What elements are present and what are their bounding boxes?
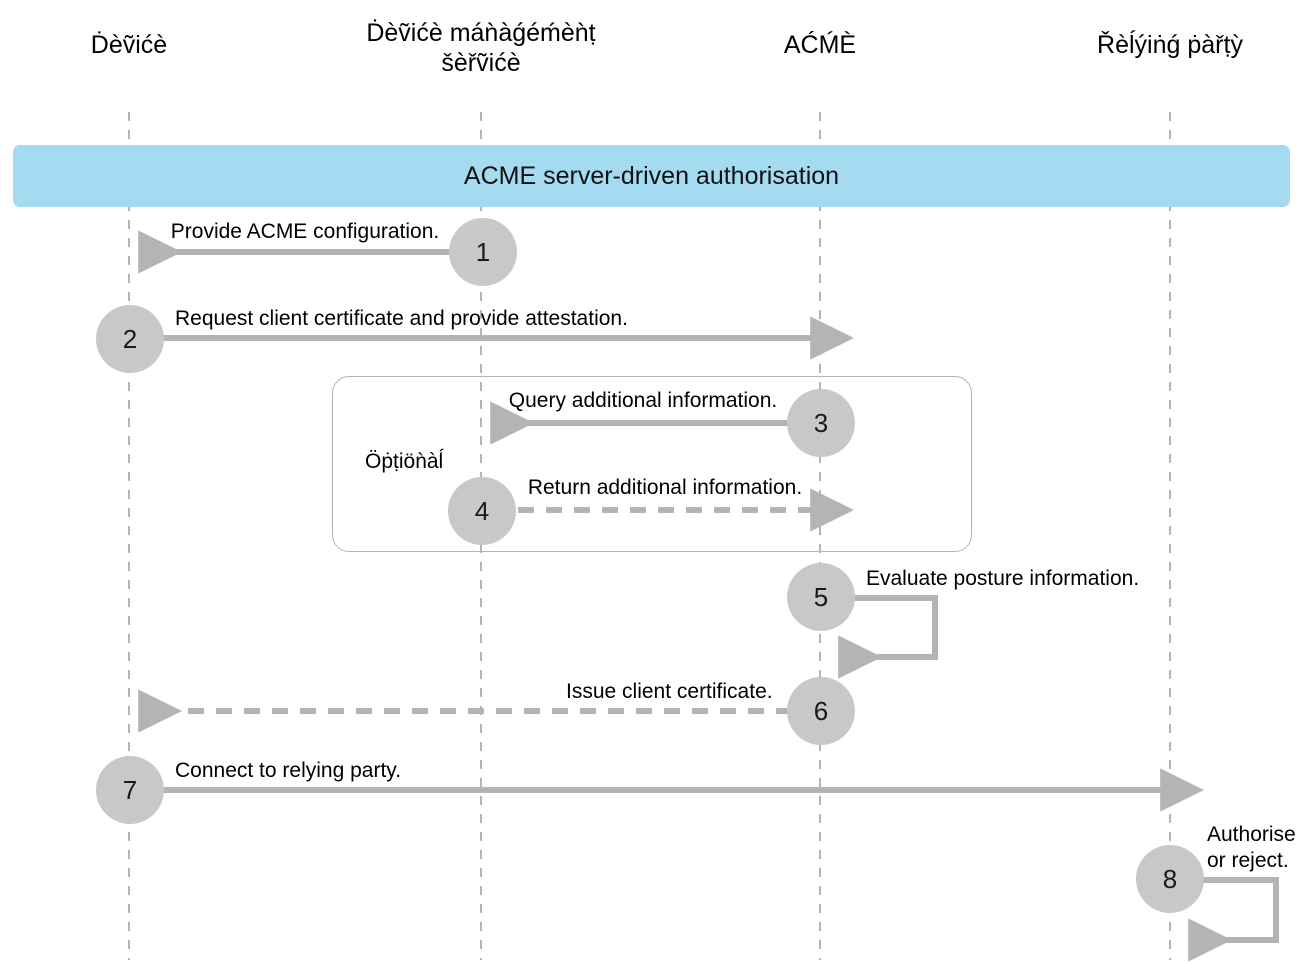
lifeline-header-device: Ḋèṽićè [90,31,168,59]
message-label-step-3: Query additional information. [508,389,778,412]
message-label-step-1: Provide ACME configuration. [170,220,440,243]
lifeline-header-device-management-service: Ḋèṽićè máǹàǵéḿèǹṭ šèřṽićè [366,19,596,77]
step-badge-1[interactable]: 1 [449,218,517,286]
step-badge-4[interactable]: 4 [448,477,516,545]
lifeline-header-relying-party: Řèĺýiṅǵ ṗàřṭỳ [1097,31,1243,59]
phase-banner: ACME server-driven authorisation [13,145,1290,207]
message-label-step-7: Connect to relying party. [175,759,402,782]
lifeline-header-acme: AĆḾÈ [783,31,857,59]
step-badge-5[interactable]: 5 [787,563,855,631]
step-badge-6[interactable]: 6 [787,677,855,745]
step-badge-3[interactable]: 3 [787,389,855,457]
message-label-step-5: Evaluate posture information. [866,567,1140,590]
step-badge-2[interactable]: 2 [96,305,164,373]
message-label-step-6: Issue client certificate. [566,680,773,703]
step-badge-7[interactable]: 7 [96,756,164,824]
message-label-step-4: Return additional information. [527,476,803,499]
arrow-step-5-self-loop [838,595,938,679]
arrow-step-8-self-loop [1188,877,1279,962]
step-badge-8[interactable]: 8 [1136,845,1204,913]
optional-fragment-box [332,376,972,552]
optional-fragment-label: Öṗṭiöǹàĺ [365,450,444,473]
message-label-step-8: Authorise or reject. [1207,823,1296,872]
message-label-step-2: Request client certificate and provide a… [175,307,628,330]
phase-banner-label: ACME server-driven authorisation [463,161,840,190]
